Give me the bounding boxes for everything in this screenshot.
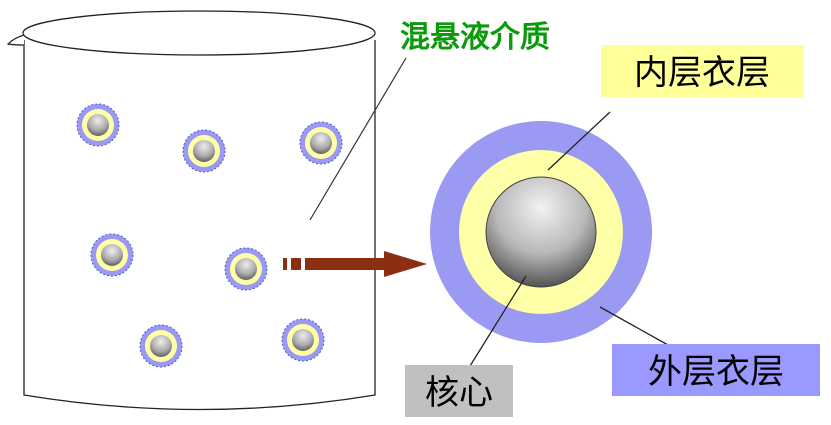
beaker: [6, 10, 376, 411]
beaker-spout: [6, 34, 25, 46]
beaker-rim: [22, 10, 376, 56]
enlarged-particle: [430, 121, 652, 343]
particles: [76, 103, 343, 368]
particle: [281, 318, 325, 362]
medium-label: 混悬液介质: [400, 20, 550, 55]
outer-layer-leader-line: [599, 306, 669, 346]
particle: [90, 233, 134, 277]
particle: [299, 121, 343, 165]
medium-leader-line: [309, 57, 407, 221]
inner-layer-label-box: 内层衣层: [601, 45, 804, 97]
particle: [182, 129, 226, 173]
particle: [139, 324, 183, 368]
outer-layer-label: 外层衣层: [648, 352, 784, 392]
inner-layer-label: 内层衣层: [634, 53, 770, 93]
core-label-box: 核心: [405, 365, 513, 417]
enlarge-arrow: [283, 251, 427, 277]
beaker-body: [23, 40, 376, 411]
core-label: 核心: [425, 373, 493, 413]
outer-layer-label-box: 外层衣层: [612, 344, 820, 396]
core-leader-line: [469, 275, 527, 367]
particle: [224, 247, 268, 291]
core-sphere: [485, 176, 597, 288]
inner-layer-leader-line: [547, 111, 611, 171]
particle: [76, 103, 120, 147]
